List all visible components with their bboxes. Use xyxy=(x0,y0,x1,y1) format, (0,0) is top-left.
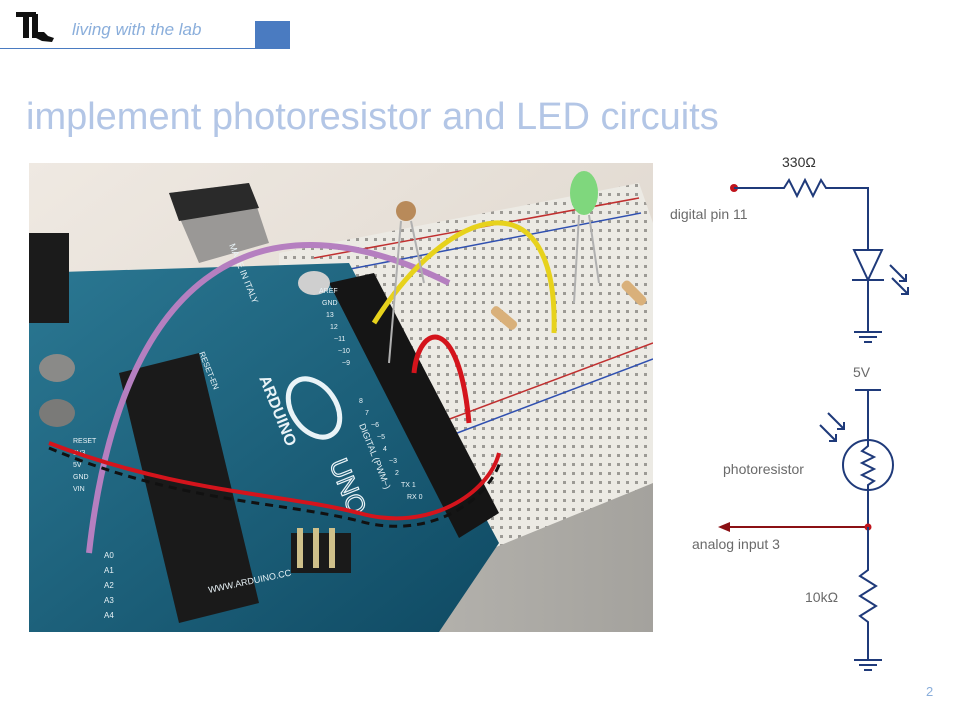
svg-text:4: 4 xyxy=(383,446,387,453)
header-tagline: living with the lab xyxy=(72,20,202,39)
svg-text:~11: ~11 xyxy=(334,336,345,343)
digital-pin-labels: AREF GND 13 12 ~11 ~10 ~9 8 7 ~6 ~5 4 ~3… xyxy=(319,288,423,501)
svg-text:A0: A0 xyxy=(104,551,114,560)
svg-text:~9: ~9 xyxy=(342,360,350,367)
svg-text:VIN: VIN xyxy=(73,486,85,493)
svg-text:AREF: AREF xyxy=(319,288,338,295)
svg-text:~5: ~5 xyxy=(377,434,385,441)
led-resistor-label: 330Ω xyxy=(782,154,816,170)
svg-text:RX 0: RX 0 xyxy=(407,494,423,501)
svg-text:2: 2 xyxy=(395,470,399,477)
green-led xyxy=(570,171,598,215)
supply-label: 5V xyxy=(853,364,871,380)
photoresistor-symbol xyxy=(819,412,894,491)
svg-text:7: 7 xyxy=(365,410,369,417)
led-symbol xyxy=(852,249,909,332)
page-number: 2 xyxy=(926,684,934,699)
pulldown-resistor xyxy=(858,527,878,660)
red-wire xyxy=(411,334,472,424)
svg-text:13: 13 xyxy=(326,312,334,319)
led-ground-symbol xyxy=(854,331,882,343)
analog-input-wire xyxy=(718,522,872,532)
svg-text:A2: A2 xyxy=(104,581,114,590)
svg-text:~10: ~10 xyxy=(338,348,350,355)
svg-text:A1: A1 xyxy=(104,566,114,575)
header-accent-box xyxy=(255,21,290,49)
photoresistor-ground-symbol xyxy=(854,659,882,671)
purple-wire xyxy=(86,242,451,554)
svg-text:GND: GND xyxy=(322,300,338,307)
resistor-330 xyxy=(490,306,518,330)
svg-text:RESET: RESET xyxy=(73,438,97,445)
photoresistor-component xyxy=(396,201,416,221)
yellow-wire xyxy=(371,220,557,334)
svg-text:A3: A3 xyxy=(104,596,114,605)
arduino-breadboard-photo: ARDUINO UNO MADE IN ITALY DIGITAL (PWM~)… xyxy=(29,163,653,632)
atmega-chip xyxy=(119,353,259,623)
resistor-10k xyxy=(621,280,647,306)
svg-text:GND: GND xyxy=(73,474,89,481)
header-rule xyxy=(0,48,290,49)
university-logo: LT xyxy=(16,12,54,42)
analog-pin-labels: A0 A1 A2 A3 A4 xyxy=(104,551,114,620)
digital-header xyxy=(329,273,499,538)
svg-text:~6: ~6 xyxy=(371,422,379,429)
svg-text:TX 1: TX 1 xyxy=(401,482,416,489)
photoresistor-label: photoresistor xyxy=(723,461,804,477)
digital-pin-label: digital pin 11 xyxy=(670,206,748,222)
svg-text:A4: A4 xyxy=(104,611,114,620)
analog-input-label: analog input 3 xyxy=(692,536,780,552)
svg-text:12: 12 xyxy=(330,324,338,331)
logo-text: LT xyxy=(20,15,21,17)
pulldown-resistor-label: 10kΩ xyxy=(805,589,838,605)
svg-text:~3: ~3 xyxy=(389,458,397,465)
slide-title: implement photoresistor and LED circuits xyxy=(26,96,719,138)
led-resistor-wire xyxy=(734,177,869,250)
svg-text:8: 8 xyxy=(359,398,363,405)
svg-text:5V: 5V xyxy=(73,462,82,469)
circuit-schematic: 330Ω digital pin 11 5V photoresistor ana… xyxy=(670,154,909,671)
